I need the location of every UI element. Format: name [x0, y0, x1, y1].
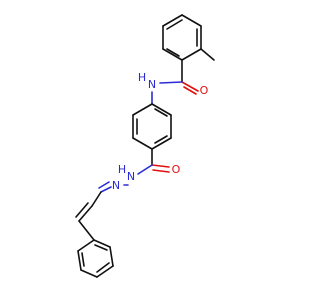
- methyl-bond: [200, 48, 215, 61]
- bond: [151, 103, 172, 116]
- terminal-phenyl-ring: [77, 239, 114, 278]
- bond: [80, 269, 98, 278]
- bond-double-inner: [166, 19, 183, 30]
- bond: [132, 103, 153, 116]
- hydrazide-carbonyl-double-bond-inner: [152, 169, 170, 173]
- amide-c-n-bond: [159, 81, 183, 84]
- bond-double-inner: [154, 135, 168, 144]
- toluoyl-ring: [162, 14, 202, 61]
- bond: [132, 137, 153, 150]
- bond: [151, 137, 172, 150]
- bond-double-inner: [94, 244, 108, 251]
- central-phenyl-ring: [132, 103, 172, 150]
- bond: [77, 239, 95, 252]
- imine-double-bond-inner: [98, 181, 110, 189]
- bond: [162, 14, 183, 27]
- vinyl-double-bond: [78, 205, 93, 222]
- amide-n-label: N: [148, 78, 156, 91]
- bond-double-inner: [96, 262, 110, 273]
- bond-double-inner: [166, 48, 180, 57]
- vinyl-bond: [91, 191, 102, 207]
- amide-carbonyl-double-bond: [181, 81, 199, 92]
- bond: [96, 265, 114, 278]
- bond: [109, 246, 114, 267]
- amide-carbonyl-double-bond-inner: [183, 86, 197, 95]
- molecule-structure-canvas: O N H O N H N: [75, 14, 215, 278]
- hydrazide-n1-label: N: [127, 170, 135, 183]
- hydrazide-n1-h-label: H: [118, 163, 126, 176]
- bond: [162, 48, 183, 61]
- bond: [77, 250, 82, 271]
- imine-n-label: N: [112, 179, 120, 192]
- bond: [181, 48, 202, 61]
- amide-h-label: H: [138, 71, 146, 84]
- styryl-aryl-bond: [78, 220, 95, 241]
- hydrazide-c-n-bond: [137, 164, 153, 175]
- bond: [93, 239, 111, 248]
- bond-double-inner: [81, 252, 85, 267]
- bond: [181, 14, 202, 27]
- bond-double-inner: [154, 108, 168, 117]
- imine-double-bond: [100, 186, 112, 193]
- amide-o-label: O: [200, 84, 209, 97]
- vinyl-double-bond-inner: [75, 202, 89, 218]
- hydrazide-carbonyl-double-bond: [151, 164, 170, 168]
- hydrazide-o-label: O: [172, 163, 181, 176]
